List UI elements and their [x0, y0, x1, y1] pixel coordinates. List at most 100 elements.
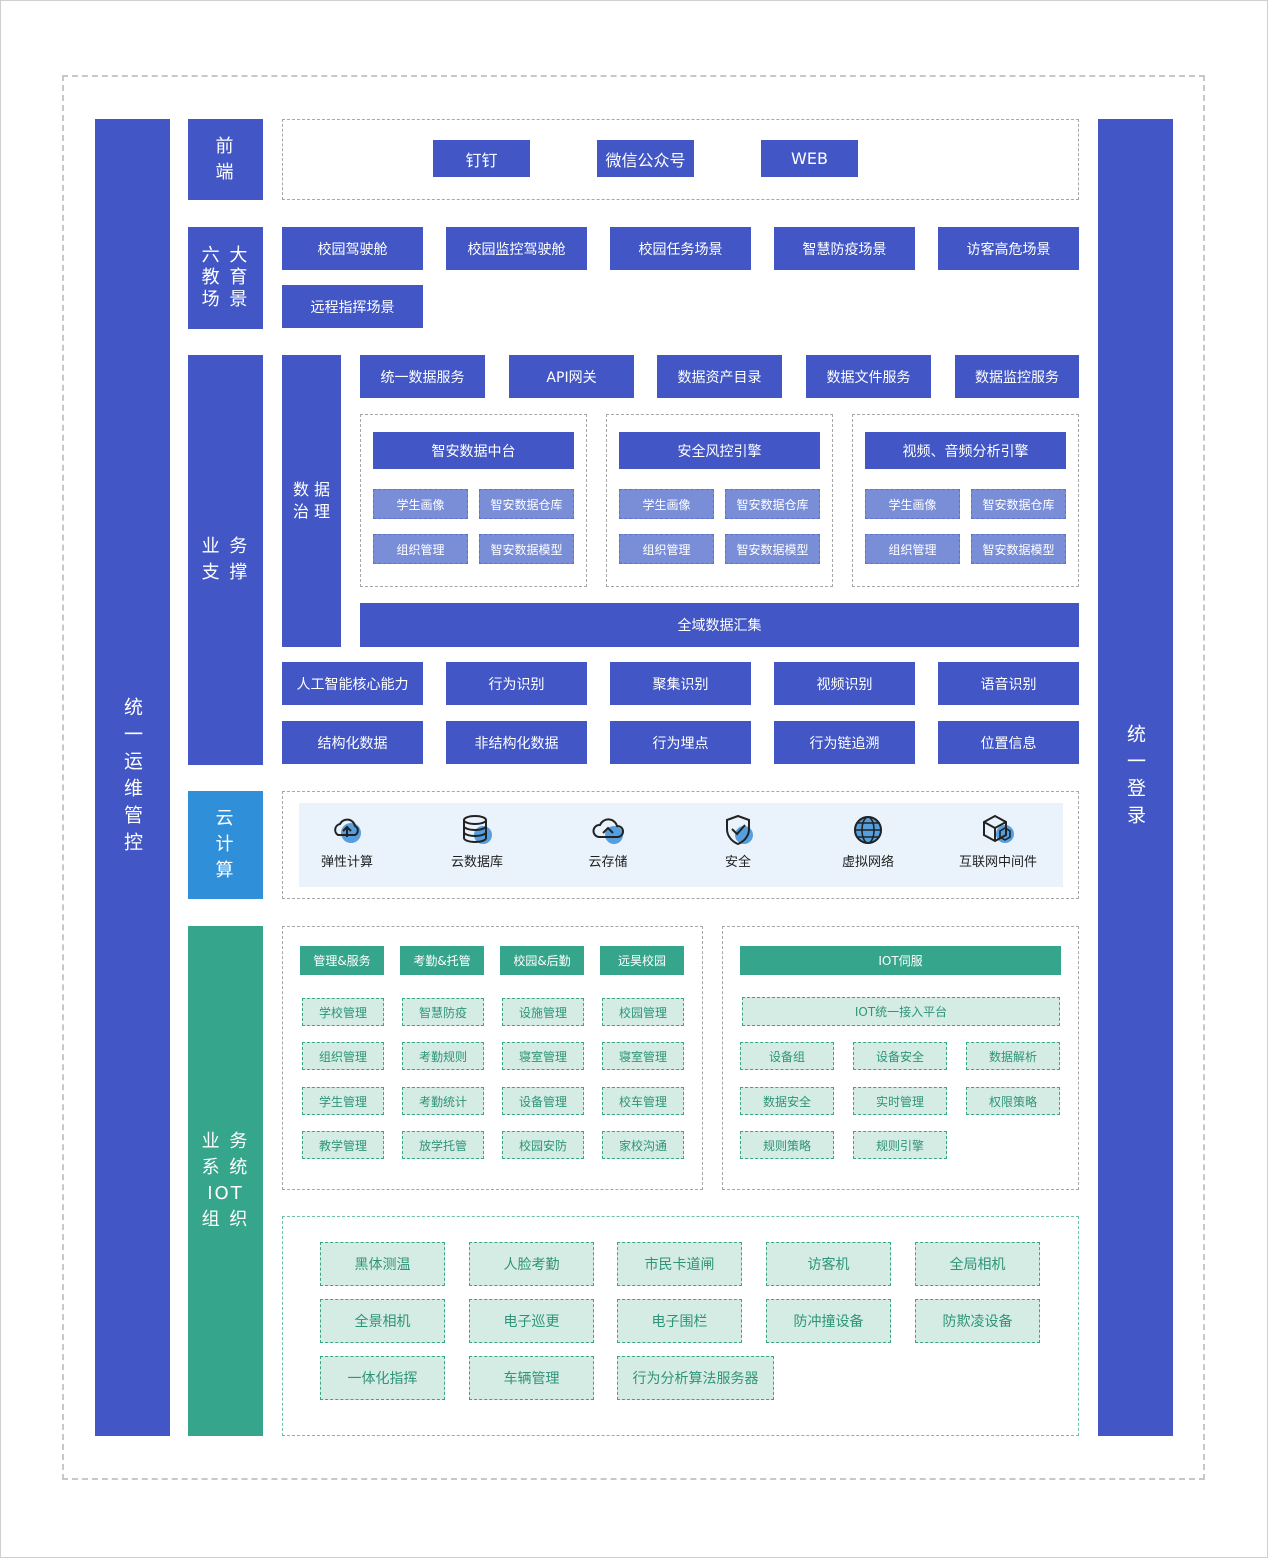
- left-ops-label: 统一运维管控: [121, 696, 143, 859]
- scene-item: 校园监控驾驶舱: [446, 227, 587, 270]
- iot-cell: 数据解析: [966, 1042, 1060, 1070]
- engine-title: 智安数据中台: [373, 432, 574, 469]
- data-service-item: 数据文件服务: [806, 355, 931, 398]
- business-cell: 教学管理: [302, 1131, 384, 1159]
- device-item: 全景相机: [320, 1299, 445, 1343]
- device-item: 一体化指挥: [320, 1356, 445, 1400]
- engine-sub-item: 智安数据模型: [479, 534, 574, 564]
- cloud-panel: [299, 803, 1063, 887]
- outer-boundary: [62, 75, 1205, 1480]
- cloud-item-label: 弹性计算: [320, 855, 373, 870]
- device-item: 电子巡更: [469, 1299, 594, 1343]
- cloud-item-label: 互联网中间件: [958, 855, 1037, 870]
- cloud-item: 虚拟网络: [828, 813, 908, 870]
- business-cell: 设施管理: [502, 998, 584, 1026]
- scene-item: 访客高危场景: [938, 227, 1079, 270]
- business-header: 校园&后勤: [500, 946, 584, 975]
- iot-platform: IOT统一接入平台: [742, 997, 1060, 1026]
- cloud-item-label: 云数据库: [450, 855, 503, 870]
- device-item: 市民卡道闸: [617, 1242, 742, 1286]
- business-cell: 考勤规则: [402, 1042, 484, 1070]
- database-icon: [463, 815, 492, 844]
- device-item: 全局相机: [915, 1242, 1040, 1286]
- iot-label: 业 务 系 统 IOT 组 织: [188, 926, 263, 1436]
- data-type-item: 行为埋点: [610, 721, 751, 764]
- business-cell: 考勤统计: [402, 1087, 484, 1115]
- scene-item: 校园驾驶舱: [282, 227, 423, 270]
- engine-group: [360, 414, 587, 587]
- business-support-label: 业 务 支 撑: [188, 355, 263, 765]
- business-cell: 设备管理: [502, 1087, 584, 1115]
- data-service-item: 统一数据服务: [360, 355, 485, 398]
- cube-icon: [983, 814, 1014, 843]
- device-item: 访客机: [766, 1242, 891, 1286]
- business-cell: 家校沟通: [602, 1131, 684, 1159]
- business-cell: 校车管理: [602, 1087, 684, 1115]
- data-service-item: API网关: [509, 355, 634, 398]
- ai-capability-item: 人工智能核心能力: [282, 662, 423, 705]
- cloud-label: 云 计 算: [188, 791, 263, 899]
- engine-group: [606, 414, 833, 587]
- business-cell: 寝室管理: [602, 1042, 684, 1070]
- frontend-label: 前 端: [188, 119, 263, 200]
- ai-capability-item: 聚集识别: [610, 662, 751, 705]
- frontend-dingtalk[interactable]: 钉钉: [433, 140, 530, 177]
- data-type-item: 行为链追溯: [774, 721, 915, 764]
- cloud-item: 互联网中间件: [948, 813, 1048, 870]
- frontend-web[interactable]: WEB: [761, 140, 858, 177]
- scenes-label: 六 大 教 育 场 景: [188, 227, 263, 329]
- left-ops-column: 统一运维管控: [95, 119, 170, 1436]
- business-header: 考勤&托管: [400, 946, 484, 975]
- cloud-item: 云数据库: [437, 813, 517, 870]
- engine-sub-item: 智安数据仓库: [725, 489, 820, 519]
- ai-capability-item: 语音识别: [938, 662, 1079, 705]
- engine-group: [852, 414, 1079, 587]
- shield-icon: [726, 814, 753, 846]
- right-login-label: 统一登录: [1124, 723, 1146, 832]
- frontend-container: [282, 119, 1079, 200]
- business-cell: 放学托管: [402, 1131, 484, 1159]
- engine-sub-item: 智安数据仓库: [479, 489, 574, 519]
- globe-icon: [854, 816, 882, 844]
- data-type-item: 非结构化数据: [446, 721, 587, 764]
- cloud-item: 云存储: [568, 813, 648, 870]
- cloud-item-label: 安全: [724, 855, 751, 870]
- frontend-wechat[interactable]: 微信公众号: [597, 140, 694, 177]
- data-governance-label: 数 据 治 理: [282, 355, 341, 647]
- data-type-item: 位置信息: [938, 721, 1079, 764]
- device-item: 防冲撞设备: [766, 1299, 891, 1343]
- engine-title: 安全风控引擎: [619, 432, 820, 469]
- iot-cell: 实时管理: [853, 1087, 947, 1115]
- iot-service-container: [722, 926, 1079, 1190]
- engine-sub-item: 组织管理: [619, 534, 714, 564]
- engine-sub-item: 学生画像: [865, 489, 960, 519]
- business-cell: 学校管理: [302, 998, 384, 1026]
- data-service-item: 数据监控服务: [955, 355, 1079, 398]
- iot-cell: 数据安全: [740, 1087, 834, 1115]
- device-item: 人脸考勤: [469, 1242, 594, 1286]
- business-header: 管理&服务: [300, 946, 384, 975]
- engine-sub-item: 智安数据模型: [971, 534, 1066, 564]
- cloud-item: 弹性计算: [307, 813, 387, 870]
- cloud-item-label: 云存储: [588, 855, 628, 870]
- scene-item: 智慧防疫场景: [774, 227, 915, 270]
- cloud-item: 安全: [698, 813, 778, 870]
- business-system-container: [282, 926, 703, 1190]
- business-cell: 智慧防疫: [402, 998, 484, 1026]
- business-cell: 校园安防: [502, 1131, 584, 1159]
- scene-item: 校园任务场景: [610, 227, 751, 270]
- engine-title: 视频、音频分析引擎: [865, 432, 1066, 469]
- iot-cell: 设备安全: [853, 1042, 947, 1070]
- business-cell: 组织管理: [302, 1042, 384, 1070]
- iot-service-header: IOT伺服: [740, 946, 1061, 975]
- ai-capability-item: 行为识别: [446, 662, 587, 705]
- iot-cell: 权限策略: [966, 1087, 1060, 1115]
- data-service-item: 数据资产目录: [657, 355, 782, 398]
- cloud-storage-icon: [592, 818, 624, 844]
- iot-cell: 规则引擎: [853, 1131, 947, 1159]
- device-item: 车辆管理: [469, 1356, 594, 1400]
- device-container: [282, 1216, 1079, 1436]
- business-cell: 寝室管理: [502, 1042, 584, 1070]
- device-item: 电子围栏: [617, 1299, 742, 1343]
- device-item: 行为分析算法服务器: [617, 1356, 774, 1400]
